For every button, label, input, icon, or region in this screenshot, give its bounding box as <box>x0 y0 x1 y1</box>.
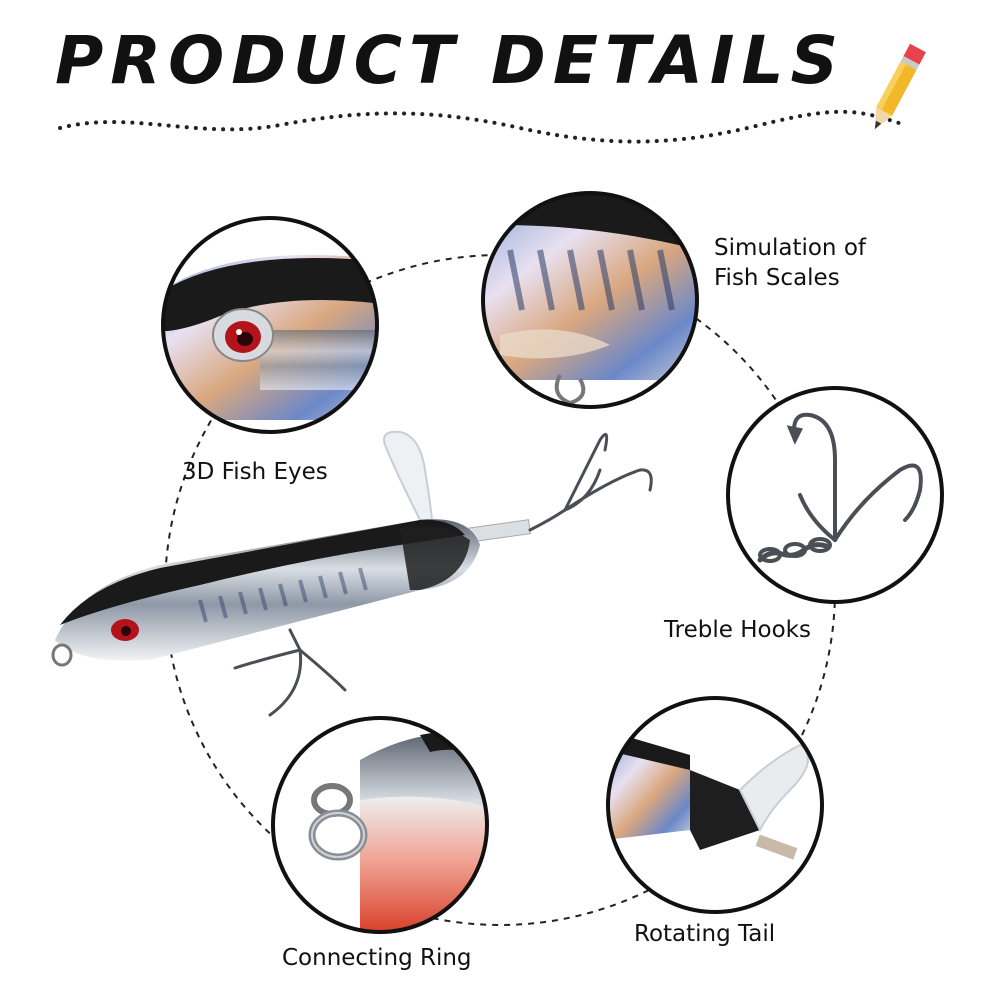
main-lure <box>51 430 653 717</box>
label-fish-scales: Simulation of Fish Scales <box>714 234 866 294</box>
label-3d-fish-eyes: 3D Fish Eyes <box>182 459 328 485</box>
detail-circle-scales <box>481 191 699 409</box>
label-fish-scales-line1: Simulation of <box>714 235 866 261</box>
label-treble-hooks: Treble Hooks <box>664 617 811 643</box>
label-rotating-tail: Rotating Tail <box>634 921 776 947</box>
detail-circle-eyes <box>161 216 379 434</box>
label-fish-scales-line2: Fish Scales <box>714 264 840 291</box>
detail-circle-hooks <box>726 386 944 604</box>
pencil-icon <box>874 43 926 130</box>
title-underline <box>58 109 907 144</box>
detail-circle-ring <box>271 716 489 934</box>
label-connecting-ring: Connecting Ring <box>282 945 472 971</box>
page-title: PRODUCT DETAILS <box>54 22 846 99</box>
detail-circle-tail <box>606 696 824 914</box>
